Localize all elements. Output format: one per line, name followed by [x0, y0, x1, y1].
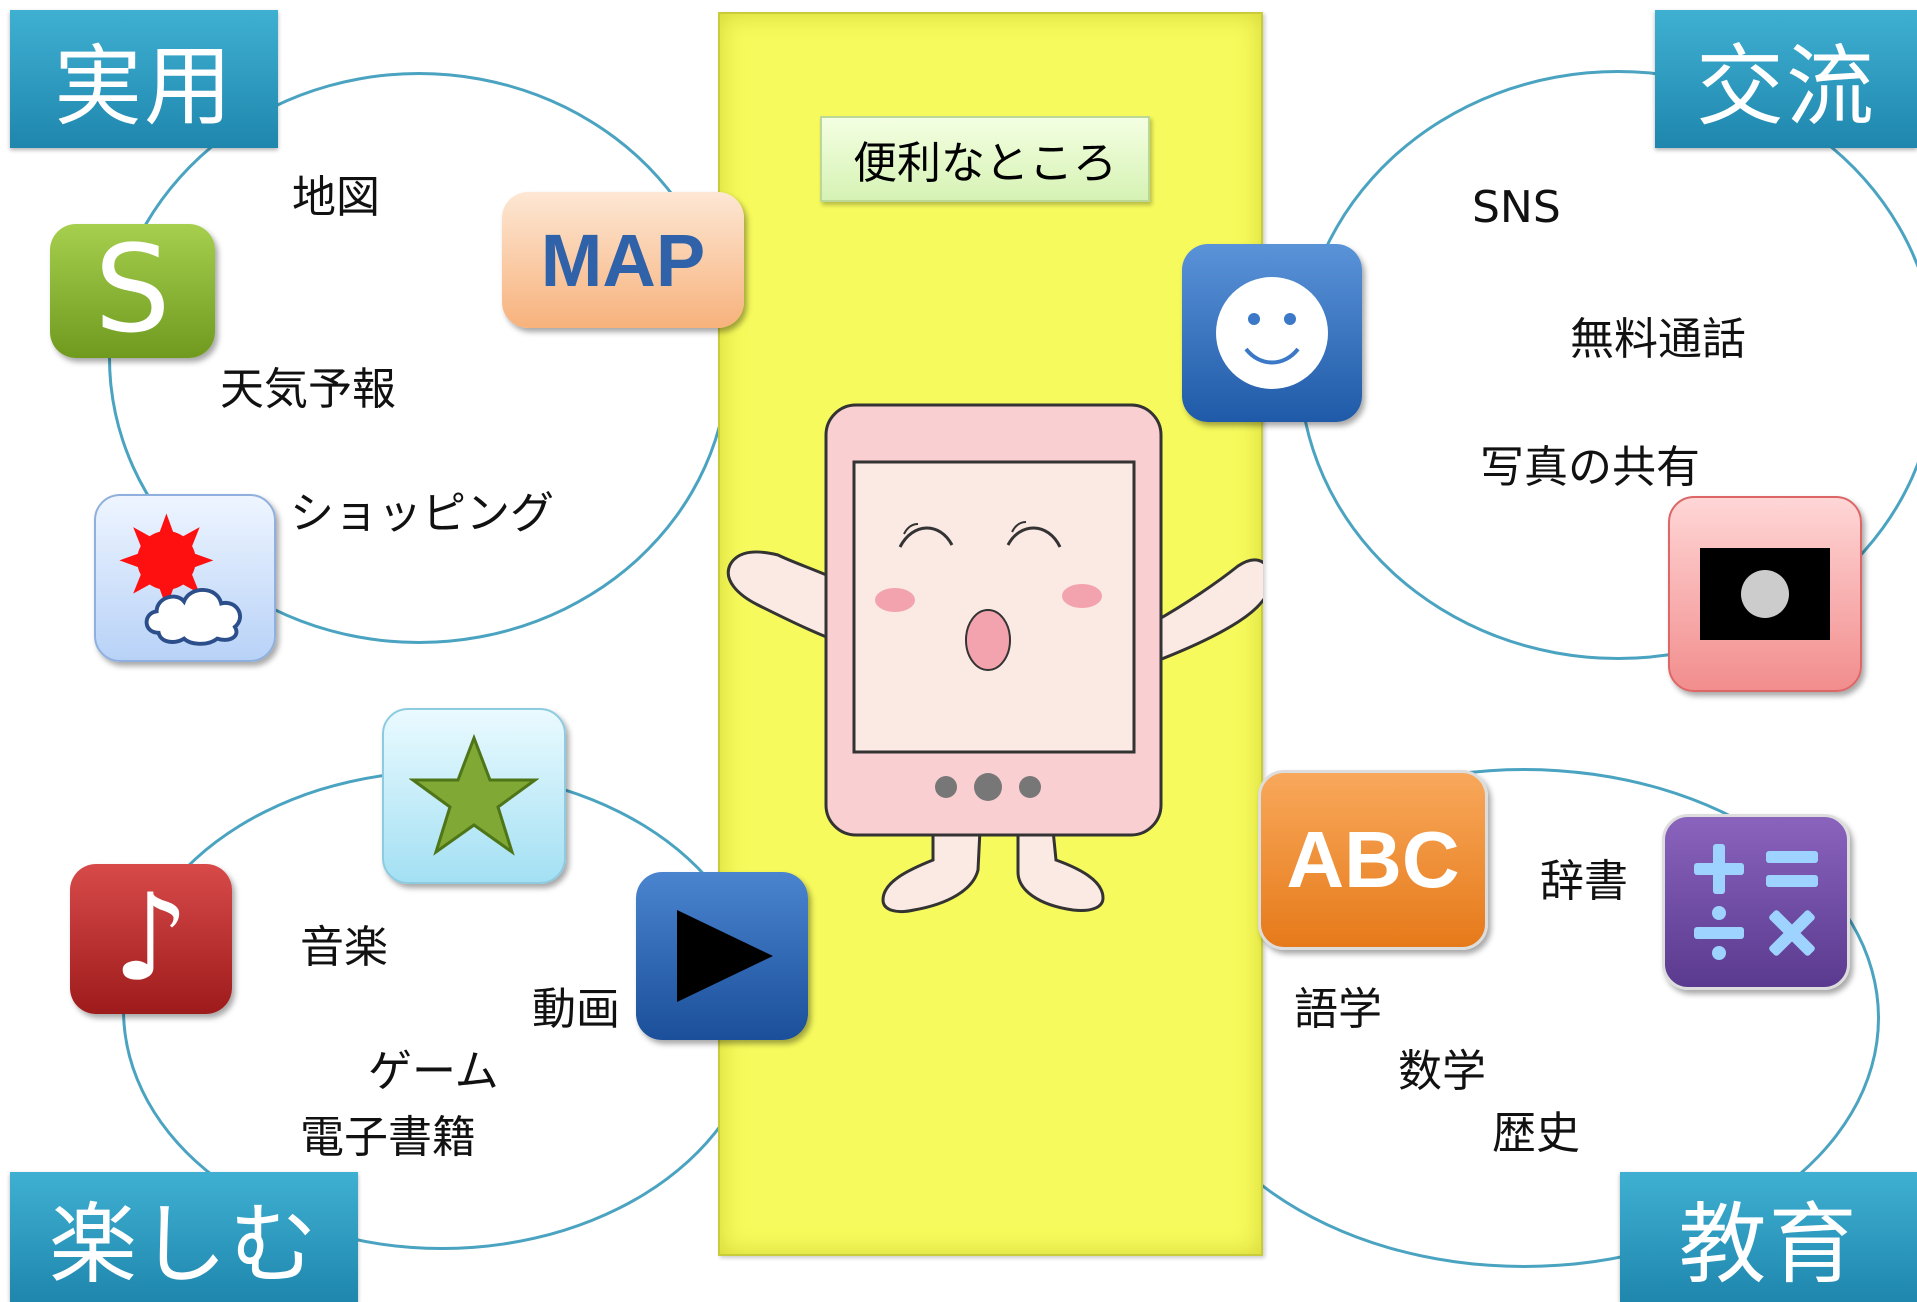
category-education: 教育	[1620, 1172, 1917, 1302]
shopping-icon[interactable]: S	[50, 224, 215, 358]
multiply-icon	[1769, 910, 1815, 956]
calculator-icon[interactable]	[1662, 814, 1850, 990]
label-photo-share: 写真の共有	[1480, 442, 1700, 493]
abc-icon-text: ABC	[1286, 815, 1460, 904]
label-free-call: 無料通話	[1570, 314, 1746, 365]
equals-icon	[1766, 851, 1818, 863]
label-weather: 天気予報	[220, 364, 396, 415]
label-shopping: ショッピング	[290, 488, 554, 539]
mascot-right-leg	[1016, 828, 1105, 912]
label-game: ゲーム	[368, 1046, 499, 1097]
label-dictionary: 辞書	[1540, 856, 1628, 907]
category-social: 交流	[1655, 10, 1917, 148]
label-ebook: 電子書籍	[300, 1112, 476, 1163]
photo-share-icon[interactable]	[1668, 496, 1862, 692]
category-fun: 楽しむ	[10, 1172, 358, 1302]
center-title: 便利なところ	[820, 116, 1150, 202]
map-icon-text: MAP	[540, 218, 706, 302]
label-sns: SNS	[1472, 182, 1561, 233]
weather-icon[interactable]	[94, 494, 276, 662]
map-icon[interactable]: MAP	[502, 192, 744, 328]
mascot-left-leg	[881, 828, 982, 914]
smiley-icon[interactable]	[1182, 244, 1362, 422]
tablet-mascot	[726, 403, 1263, 914]
label-music: 音楽	[300, 922, 388, 973]
label-math: 数学	[1398, 1046, 1486, 1097]
label-history: 歴史	[1492, 1108, 1580, 1159]
label-video: 動画	[532, 984, 620, 1035]
mascot-right-arm	[1152, 558, 1263, 665]
category-practical: 実用	[10, 10, 278, 148]
music-note-icon: ♪	[112, 869, 190, 1008]
star-icon[interactable]	[382, 708, 566, 884]
divide-icon	[1694, 927, 1744, 939]
video-play-icon[interactable]	[636, 872, 808, 1040]
music-icon[interactable]: ♪	[70, 864, 232, 1014]
cloud-icon	[144, 588, 242, 646]
abc-icon[interactable]: ABC	[1258, 770, 1488, 950]
label-language: 語学	[1294, 984, 1382, 1035]
label-map: 地図	[292, 172, 380, 223]
shopping-letter: S	[94, 224, 171, 358]
